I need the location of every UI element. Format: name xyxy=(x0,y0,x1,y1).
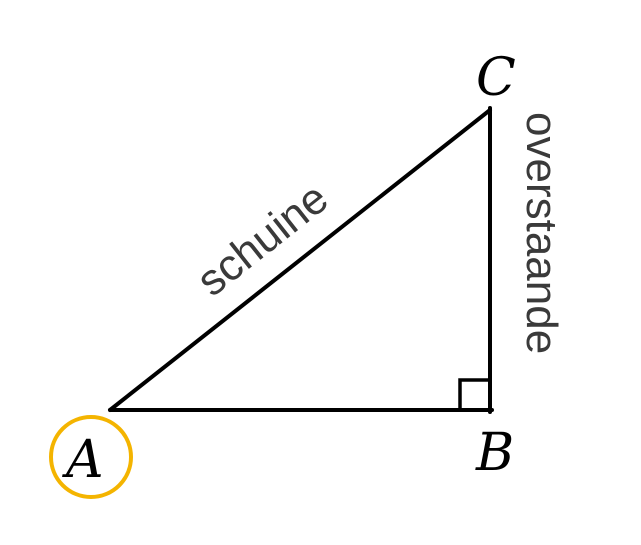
side-ac-hypotenuse xyxy=(108,108,492,412)
vertex-label-c: C xyxy=(476,48,516,108)
opposite-label: overstaande xyxy=(517,112,566,354)
highlight-circle-a xyxy=(49,415,133,499)
vertex-label-b: B xyxy=(475,423,514,483)
vertex-label-a: A xyxy=(62,430,104,490)
right-angle-marker xyxy=(458,378,490,410)
hypotenuse-label: schuine xyxy=(188,173,337,305)
